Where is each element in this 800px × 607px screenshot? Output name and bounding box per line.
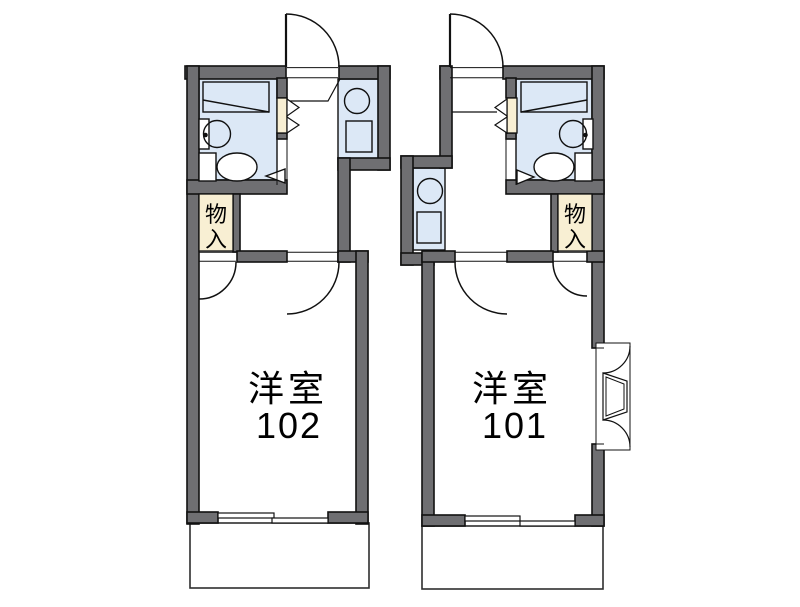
wall-segment	[327, 511, 369, 524]
sink-faucet-102	[203, 132, 208, 138]
kitchen-sink-101	[416, 177, 444, 205]
sink-counter-101	[582, 118, 594, 150]
wall-segment	[276, 77, 288, 99]
bathtub-edge-line-102	[202, 99, 270, 113]
wall-segment	[276, 132, 288, 140]
toilet-tank-101	[574, 152, 593, 182]
threshold-closet-102	[199, 251, 236, 262]
casement-window-arc-bottom	[602, 419, 631, 448]
sink-faucet-101	[583, 132, 588, 138]
wall-segment	[574, 514, 605, 527]
closet-door-arc-102	[198, 261, 237, 300]
wall-segment	[400, 155, 414, 266]
wall-segment	[355, 250, 369, 525]
room-number-101: 101	[482, 405, 548, 446]
wall-segment	[591, 443, 605, 527]
kitchen-stove-101	[416, 211, 442, 244]
room-door-arc-102	[286, 261, 340, 315]
wall-segment	[377, 65, 391, 171]
room-door-arc-101	[454, 261, 508, 315]
wall-segment	[337, 157, 351, 263]
storage-label-101: 入	[564, 227, 586, 252]
entrance-door-arc-101	[449, 13, 504, 68]
toilet-tank-102	[198, 152, 217, 182]
casement-window-101	[592, 342, 631, 451]
casement-window-pane-inner	[605, 376, 625, 417]
storage-closet-102	[198, 193, 234, 252]
wall-segment	[505, 77, 517, 99]
bath-doorway-102	[276, 139, 288, 185]
wall-segment	[186, 179, 288, 195]
wall-segment	[236, 250, 288, 263]
labels: 洋室 102 洋室 101 物 入 物 入	[205, 202, 586, 446]
entrance-door-arc-102	[285, 13, 340, 68]
storage-closet-101	[557, 193, 593, 252]
kitchen-sink-102	[343, 87, 371, 115]
folding-door-panel-101	[506, 97, 518, 134]
sliding-window-101	[519, 520, 576, 527]
wall-segment	[506, 250, 554, 263]
room-number-102: 102	[256, 405, 322, 446]
kitchen-stove-102	[345, 120, 373, 153]
folding-door-chevron-102	[286, 115, 301, 135]
closet-door-arc-101	[552, 261, 588, 297]
bath-door-marker-101	[516, 168, 536, 186]
sliding-window-102	[217, 512, 275, 519]
bathtub-101	[520, 81, 588, 113]
casement-window-pane	[602, 372, 628, 421]
bath-doorway-101	[505, 139, 517, 185]
sliding-window-102	[271, 517, 329, 524]
balcony-unit-102	[189, 522, 370, 589]
fixtures	[198, 81, 594, 244]
casement-window-arc-top	[602, 345, 631, 374]
toilet-bowl-102	[216, 152, 258, 182]
doors	[198, 13, 588, 315]
toilet-bowl-101	[533, 152, 575, 182]
walls	[184, 65, 605, 527]
room-name-102: 洋室	[248, 368, 328, 409]
storage-label-101: 物	[564, 202, 586, 227]
wall-segment	[439, 65, 453, 169]
threshold-room-102	[287, 251, 339, 262]
balconies	[189, 522, 604, 590]
wet-areas	[198, 77, 593, 251]
wall-segment	[421, 514, 466, 527]
bath-door-marker-102	[263, 167, 286, 185]
entry-step-line-102	[287, 78, 341, 102]
bathtub-edge-line-101	[520, 99, 588, 113]
wall-segment	[421, 252, 435, 527]
casement-window-jambs	[592, 347, 604, 445]
wall-segment	[550, 193, 559, 253]
folding-door-panel-102	[276, 97, 288, 134]
wall-segment	[591, 65, 605, 349]
windows	[217, 342, 631, 527]
wall-segment	[232, 193, 241, 253]
wall-segment	[186, 65, 200, 525]
folding-door-chevron-102	[286, 97, 301, 118]
threshold-room-101	[455, 251, 507, 262]
threshold-entrance-101	[450, 67, 503, 79]
storage-units	[198, 97, 593, 252]
wall-segment	[421, 250, 456, 263]
balcony-unit-101	[421, 525, 604, 590]
wall-segment	[502, 65, 605, 80]
storage-label-102: 入	[205, 227, 227, 252]
room-name-101: 洋室	[472, 368, 552, 409]
threshold-closet-101	[553, 251, 587, 262]
threshold-entrance-102	[287, 67, 338, 79]
storage-label-102: 物	[205, 202, 227, 227]
folding-door-chevron-101	[493, 97, 508, 118]
wall-segment	[184, 65, 287, 80]
folding-door-chevron-101	[493, 115, 508, 135]
wall-segment	[186, 511, 219, 524]
kitchen-counter-102	[337, 78, 382, 160]
wall-segment	[586, 250, 605, 263]
bathtub-102	[202, 81, 270, 113]
kitchen-counter-101	[412, 167, 446, 251]
sliding-window-101	[464, 515, 521, 522]
